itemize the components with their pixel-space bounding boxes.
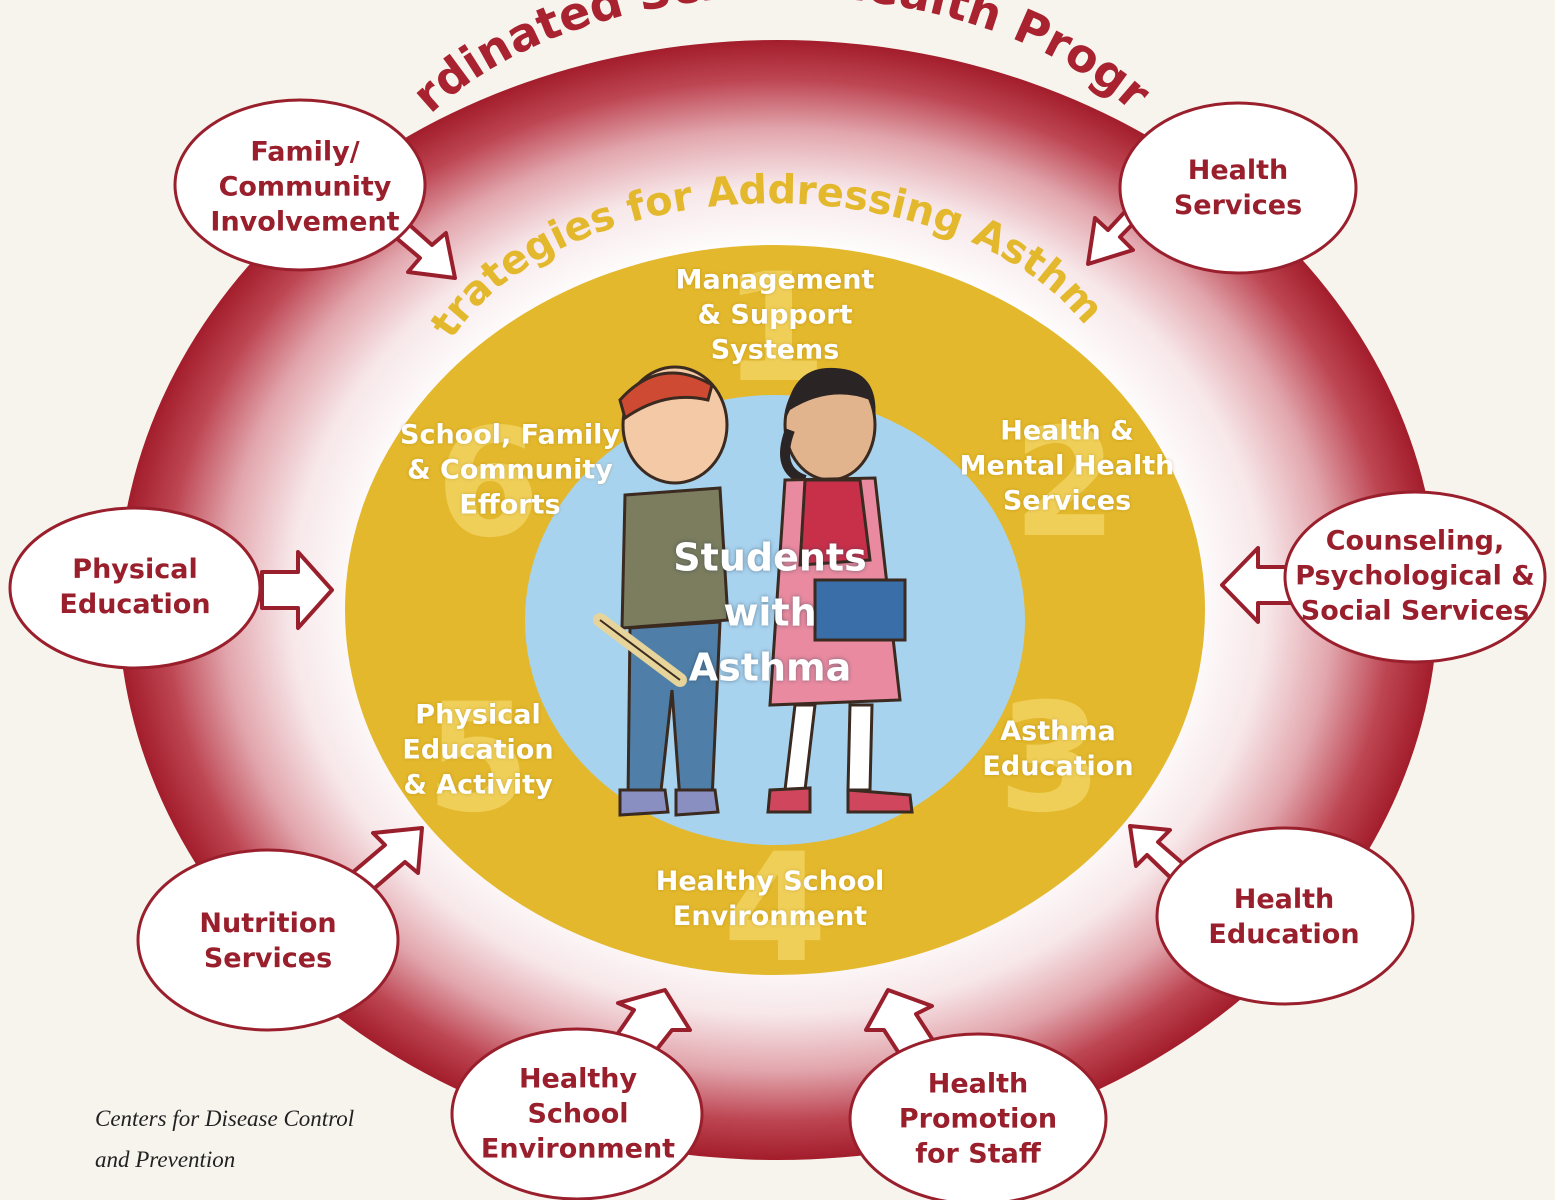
component-label-health-services: Health Services: [1174, 153, 1302, 223]
center-line-2: with: [723, 590, 817, 635]
strategy-number-6: 6: [436, 397, 540, 571]
center-line-3: Asthma: [688, 645, 852, 690]
component-label-health-promotion: Health Promotion for Staff: [899, 1066, 1057, 1171]
strategy-3-line-2: Education: [982, 751, 1134, 782]
credit-line-1: Centers for Disease Control: [95, 1106, 355, 1131]
strategy-1-line-1: Management: [675, 264, 875, 296]
strategy-6-line-2: & Community: [407, 454, 613, 486]
girl-illustration: [766, 367, 914, 814]
family-line-2: Community: [218, 171, 392, 203]
component-label-healthy-school: Healthy School Environment: [481, 1061, 675, 1166]
strategy-label-6: School, Family & Community Efforts: [400, 417, 620, 522]
strategy-number-3: 3: [998, 672, 1102, 846]
family-line-1: Family/: [250, 136, 360, 168]
health-promotion-line-2: Promotion: [898, 1103, 1058, 1135]
strategy-number-2: 2: [1013, 397, 1117, 571]
health-services-line-1: Health: [1187, 154, 1289, 186]
component-label-health-education: Health Education: [1208, 882, 1359, 952]
strategy-label-3: Asthma Education: [982, 714, 1133, 784]
component-oval-nutrition: [136, 848, 400, 1032]
strategy-label-5: Physical Education & Activity: [402, 697, 553, 802]
component-label-counseling: Counseling, Psychological & Social Servi…: [1295, 523, 1535, 628]
component-oval-physical-education: [8, 506, 262, 670]
strategy-6-line-3: Efforts: [459, 489, 561, 521]
physical-education-line-1: Physical: [72, 553, 198, 585]
component-oval-counseling: [1283, 490, 1547, 664]
counseling-line-3: Social Services: [1300, 595, 1530, 627]
strategy-1-line-3: Systems: [710, 334, 840, 366]
strategy-5-line-3: & Activity: [403, 769, 553, 801]
nutrition-line-1: Nutrition: [199, 907, 337, 939]
component-oval-health-promotion: [848, 1032, 1108, 1200]
healthy-school-line-1: Healthy: [518, 1063, 638, 1095]
arrow-physical-education: [260, 550, 334, 630]
strategy-2-line-2: Mental Health: [959, 450, 1175, 482]
strategy-label-2: Health & Mental Health Services: [960, 413, 1175, 518]
strategy-3-line-1: Asthma: [1000, 715, 1116, 747]
healthy-school-line-2: School: [527, 1098, 629, 1130]
counseling-line-2: Psychological &: [1295, 560, 1535, 592]
component-label-physical-education: Physical Education: [59, 552, 210, 622]
strategy-5-line-1: Physical: [415, 699, 541, 731]
counseling-line-1: Counseling,: [1325, 525, 1505, 557]
component-oval-healthy-school: [450, 1027, 704, 1200]
strategy-2-line-3: Services: [1002, 485, 1132, 517]
center-title: Students with Asthma: [673, 530, 866, 695]
component-oval-health-education: [1155, 826, 1415, 1006]
component-label-nutrition: Nutrition Services: [199, 906, 336, 976]
center-line-1: Students: [673, 535, 867, 580]
family-line-3: Involvement: [210, 206, 400, 238]
strategy-label-4: Healthy School Environment: [656, 864, 885, 934]
strategy-number-5: 5: [426, 672, 530, 846]
health-education-line-1: Health: [1233, 883, 1335, 915]
health-promotion-line-1: Health: [927, 1068, 1029, 1100]
component-oval-family-community: [173, 98, 427, 272]
strategy-6-line-1: School, Family: [399, 419, 621, 451]
strategy-number-4: 4: [723, 822, 827, 996]
strategy-label-1: Management & Support Systems: [676, 262, 875, 367]
healthy-school-line-3: Environment: [480, 1133, 676, 1165]
component-label-family-community: Family/ Community Involvement: [210, 134, 399, 239]
strategy-2-line-1: Health &: [1000, 415, 1134, 447]
strategy-1-line-2: & Support: [697, 299, 853, 331]
health-education-line-2: Education: [1208, 919, 1360, 950]
arrow-counseling: [1220, 546, 1294, 624]
arrow-nutrition: [350, 826, 424, 894]
credit-line-2: and Prevention: [95, 1147, 236, 1172]
strategy-5-line-2: Education: [402, 734, 554, 766]
physical-education-line-2: Education: [59, 589, 211, 620]
strategy-4-line-1: Healthy School: [655, 865, 885, 897]
component-oval-health-services: [1118, 101, 1358, 275]
health-promotion-line-3: for Staff: [915, 1138, 1041, 1170]
boy-illustration: [593, 365, 730, 817]
credit: Centers for Disease Control and Preventi…: [95, 1098, 354, 1180]
strategy-4-line-2: Environment: [672, 901, 868, 932]
nutrition-line-2: Services: [203, 943, 333, 974]
health-services-line-2: Services: [1173, 190, 1303, 221]
